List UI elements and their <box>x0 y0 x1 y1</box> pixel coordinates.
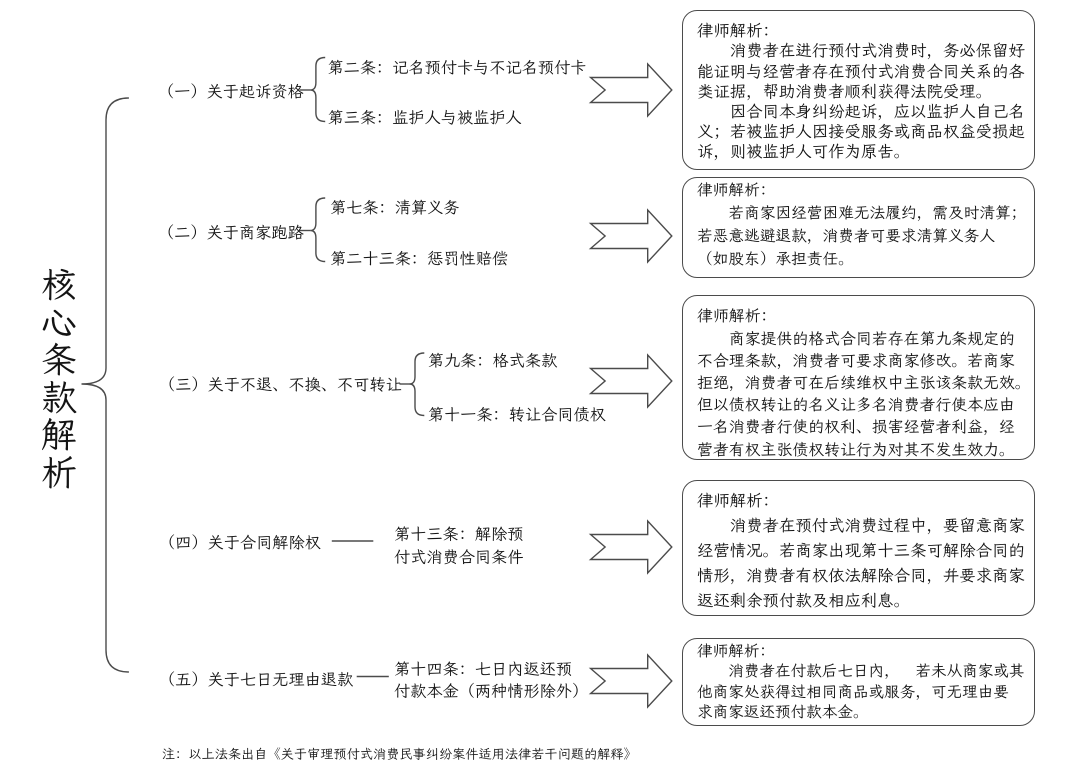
text-line: 消费者在付款后七日内， 若未从商家或其 <box>697 659 1025 682</box>
branch-label-5: （五）关于七日无理由退款 <box>159 665 354 690</box>
text-line: 能证明与经营者存在预付式消费合同关系的各 <box>697 57 1025 82</box>
text-line: 若恶意逃避退款，消费者可要求清算义务人 <box>697 224 996 246</box>
branch-item-1-1: 第二条：记名预付卡与不记名预付卡 <box>327 53 587 78</box>
text-line: 消费者在预付式消费过程中，要留意商家 <box>697 511 1025 536</box>
analysis-box-2: 律师解析： 若商家因经营困难无法履约，需及时清算；若恶意逃避退款，消费者可要求清… <box>682 177 1035 278</box>
text-line: 但以债权转让的名义让多名消费者行使本应由 <box>697 392 1015 416</box>
analysis-box-1: 律师解析： 消费者在进行预付式消费时，务必保留好能证明与经营者存在预付式消费合同… <box>682 10 1035 170</box>
arrow-icon-5 <box>588 653 673 709</box>
branch-item-2-1: 第七条：清算义务 <box>330 193 460 218</box>
text-line: 经营情况。若商家出现第十三条可解除合同的 <box>697 536 1025 561</box>
arrow-icon-1 <box>588 62 673 118</box>
branch-brace-1 <box>310 56 326 123</box>
text-line: 消费者在进行预付式消费时，务必保留好 <box>697 37 1025 62</box>
arrow-icon-4 <box>588 519 673 575</box>
text-line: 因合同本身纠纷起诉，应以监护人自己名 <box>697 98 1025 122</box>
text-line: 类证据，帮助消费者顺利获得法院受理。 <box>697 77 993 102</box>
branch-item-1-2: 第三条：监护人与被监护人 <box>327 103 522 128</box>
analysis-box-4: 律师解析： 消费者在预付式消费过程中，要留意商家经营情况。若商家出现第十三条可解… <box>682 480 1035 616</box>
text-line: 义；若被监护人因接受服务或商品权益受损起 <box>697 118 1025 143</box>
branch-item-3-2: 第十一条：转让合同债权 <box>427 400 606 425</box>
footnote: 注：以上法条出自《关于审理预付式消费民事纠纷案件适用法律若干问题的解释》 <box>162 742 637 762</box>
analysis-text-1: 消费者在进行预付式消费时，务必保留好能证明与经营者存在预付式消费合同关系的各类证… <box>697 39 1026 160</box>
text-line: 一名消费者行使的权利、损害经营者利益，经 <box>697 414 1015 438</box>
text-line: 诉，则被监护人可作为原告。 <box>697 138 911 163</box>
analysis-box-3: 律师解析： 商家提供的格式合同若存在第九条规定的不合理条款，消费者可要求商家修改… <box>682 295 1035 460</box>
text-line: 营者有权主张债权转让行为对其不发生效力。 <box>697 436 1015 460</box>
analysis-text-4: 消费者在预付式消费过程中，要留意商家经营情况。若商家出现第十三条可解除合同的情形… <box>697 512 1026 612</box>
analysis-text-2: 若商家因经营困难无法履约，需及时清算；若恶意逃避退款，消费者可要求清算义务人（如… <box>697 201 1026 270</box>
branch-brace-2 <box>310 197 326 263</box>
branch-item-2-2: 第二十三条：惩罚性赔偿 <box>330 244 509 269</box>
text-line: 他商家处获得过相同商品或服务，可无理由要 <box>697 679 1009 702</box>
analysis-heading-1: 律师解析： <box>697 17 779 42</box>
branch-item-4-1: 第十三条：解除预 付式消费合同条件 <box>394 520 524 568</box>
analysis-heading-2: 律师解析： <box>697 178 776 200</box>
root-title: 核心条款解析 <box>40 257 77 496</box>
text-line: （如股东）承担责任。 <box>697 247 854 269</box>
analysis-heading-3: 律师解析： <box>697 303 777 327</box>
branch-label-3: （三）关于不退、不换、不可转让 <box>159 370 402 395</box>
text-line: 返还剩余预付款及相应利息。 <box>697 586 911 611</box>
branch-label-2: （二）关于商家跑路 <box>158 218 304 243</box>
arrow-icon-2 <box>588 208 673 264</box>
text-line: 不合理条款，消费者可要求商家修改。若商家 <box>697 347 1015 371</box>
text-line: 商家提供的格式合同若存在第九条规定的 <box>697 325 1015 349</box>
analysis-text-3: 商家提供的格式合同若存在第九条规定的不合理条款，消费者可要求商家修改。若商家拒绝… <box>697 325 1031 460</box>
branch-item-3-1: 第九条：格式条款 <box>427 346 558 371</box>
text-line: 情形，消费者有权依法解除合同，并要求商家 <box>697 561 1025 586</box>
root-brace <box>81 97 129 673</box>
analysis-text-5: 消费者在付款后七日内， 若未从商家或其他商家处获得过相同商品或服务，可无理由要求… <box>697 660 1026 722</box>
branch-label-4: （四）关于合同解除权 <box>159 528 321 553</box>
analysis-heading-5: 律师解析： <box>697 638 775 661</box>
arrow-icon-3 <box>588 353 673 409</box>
text-line: 若商家因经营困难无法履约，需及时清算； <box>697 201 1027 223</box>
branch-item-5-1: 第十四条：七日内返还预 付款本金（两种情形除外） <box>394 655 589 703</box>
branch-brace-3 <box>409 352 425 417</box>
branch-label-1: （一）关于起诉资格 <box>158 77 304 102</box>
text-line: 拒绝，消费者可在后续维权中主张该条款无效。 <box>697 369 1031 393</box>
text-line: 求商家返还预付款本金。 <box>697 700 869 723</box>
analysis-box-5: 律师解析： 消费者在付款后七日内， 若未从商家或其他商家处获得过相同商品或服务，… <box>682 638 1035 726</box>
analysis-heading-4: 律师解析： <box>697 486 779 511</box>
